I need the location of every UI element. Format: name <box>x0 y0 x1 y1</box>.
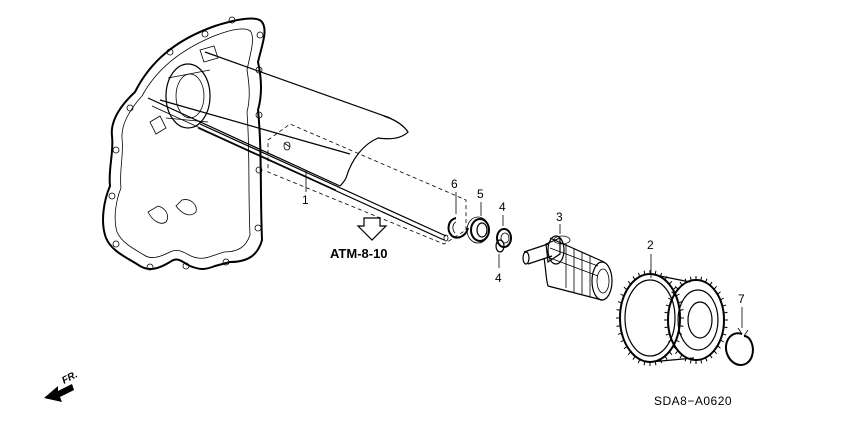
gear-tooth <box>689 276 692 281</box>
gear-tooth <box>664 276 668 281</box>
gear-tooth <box>623 286 628 291</box>
gear-tooth <box>665 333 670 336</box>
gear-tooth <box>668 280 673 285</box>
gear-tooth <box>668 351 673 356</box>
part-7-circlip <box>724 327 754 366</box>
callout-6: 6 <box>451 177 458 191</box>
gear-tooth <box>719 297 724 301</box>
gear-tooth <box>700 359 703 364</box>
gear-tooth <box>723 311 728 314</box>
gear-tooth <box>713 350 717 355</box>
callout-4-lower: 4 <box>495 271 502 285</box>
gear-tooth <box>637 359 641 364</box>
gear-tooth <box>684 357 687 362</box>
gear-tooth <box>616 325 621 327</box>
front-direction-label: FR. <box>60 369 79 386</box>
reference-arrow-icon <box>356 217 388 241</box>
gear-tooth <box>717 345 721 349</box>
gear-tooth <box>709 354 713 359</box>
gear-tooth <box>668 339 673 343</box>
gear-tooth <box>627 351 632 356</box>
gear-tooth <box>675 350 679 355</box>
gear-tooth <box>665 304 670 307</box>
part-6-snap-ring <box>447 217 469 239</box>
gear-tooth <box>709 281 713 286</box>
gear-tooth <box>723 326 728 329</box>
gear-tooth <box>719 339 724 343</box>
gear-tooth <box>668 297 673 301</box>
gear-tooth <box>700 276 703 281</box>
gear-tooth <box>679 354 683 359</box>
gear-tooth <box>620 293 625 297</box>
part-2-gear <box>616 270 728 366</box>
gear-tooth <box>664 355 668 360</box>
gear-tooth <box>637 272 641 277</box>
callout-4-upper: 4 <box>499 200 506 214</box>
gear-tooth <box>643 270 646 275</box>
gear-tooth <box>664 326 669 329</box>
gear-tooth <box>632 276 636 281</box>
gear-tooth <box>722 304 727 307</box>
callout-1: 1 <box>302 193 309 207</box>
gear-tooth <box>675 339 680 343</box>
gear-tooth <box>654 361 657 366</box>
part-1-feed-pipe <box>147 51 467 245</box>
part-4-thrust-washer <box>495 228 512 253</box>
gear-tooth <box>654 270 657 275</box>
gear-tooth <box>689 359 692 364</box>
gear-tooth <box>678 332 683 335</box>
callout-2: 2 <box>647 238 654 252</box>
gear-teeth <box>616 270 728 366</box>
gear-tooth <box>679 281 683 286</box>
callout-3: 3 <box>556 210 563 224</box>
gear-tooth <box>632 355 636 360</box>
gear-tooth <box>713 285 717 290</box>
gear-tooth <box>705 278 708 283</box>
gear-tooth <box>717 291 721 295</box>
gear-tooth <box>664 311 669 314</box>
gear-tooth <box>675 285 679 290</box>
gear-tooth <box>684 278 687 283</box>
front-direction-arrow-icon <box>44 384 74 402</box>
diagram-code: SDA8−A0620 <box>654 394 732 408</box>
gear-tooth <box>679 325 684 327</box>
part-5-bearing <box>466 216 490 244</box>
gear-tooth <box>643 361 646 366</box>
gear-tooth <box>679 309 684 311</box>
gear-tooth <box>675 293 680 297</box>
gear-tooth <box>623 345 628 350</box>
gear-tooth <box>671 291 675 295</box>
part-3-shaft <box>522 235 613 301</box>
gear-tooth <box>627 280 632 285</box>
gear-tooth <box>659 272 663 277</box>
gear-tooth <box>671 345 675 349</box>
callout-5: 5 <box>477 187 484 201</box>
transmission-case-housing <box>102 16 266 271</box>
gear-tooth <box>672 286 677 291</box>
gear-tooth <box>620 339 625 343</box>
gear-tooth <box>617 332 622 335</box>
gear-tooth <box>722 333 727 336</box>
reference-code-label[interactable]: ATM-8-10 <box>330 246 388 261</box>
gear-tooth <box>659 359 663 364</box>
gear-tooth <box>705 357 708 362</box>
gear-tooth <box>616 309 621 311</box>
gear-tooth <box>617 301 622 304</box>
callout-7: 7 <box>738 292 745 306</box>
gear-tooth <box>678 301 683 304</box>
